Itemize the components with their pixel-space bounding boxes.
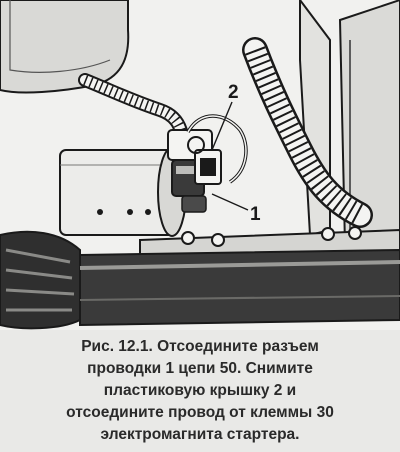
solenoid-connector [167,129,222,213]
starter-drawing: 2 1 [0,0,400,330]
terminal-wire-highlight [187,115,247,183]
callout-label-2: 2 [228,82,239,103]
corrugated-harness [242,37,373,228]
housing-edge-line [9,0,111,73]
caption-line: проводки 1 цепи 50. Снимите [87,360,313,377]
caption-line: пластиковую крышку 2 и [103,382,297,399]
drive-shaft-boot [0,230,400,330]
starter-motor [59,147,187,237]
caption-line: отсоедините провод от клеммы 30 [66,404,334,421]
callout-1-leader [211,193,249,211]
engine-housing [0,0,130,94]
callout-label-1: 1 [250,204,261,225]
callout-2-leader [211,101,233,151]
side-panel [338,0,400,247]
figure-caption: Рис. 12.1. Отсоедините разъем проводки 1… [14,336,386,446]
caption-line: электромагнита стартера. [100,426,300,443]
wiring-loom [78,73,189,142]
caption-line: Рис. 12.1. Отсоедините разъем [81,338,319,355]
starter-illustration: 2 1 [0,0,400,330]
